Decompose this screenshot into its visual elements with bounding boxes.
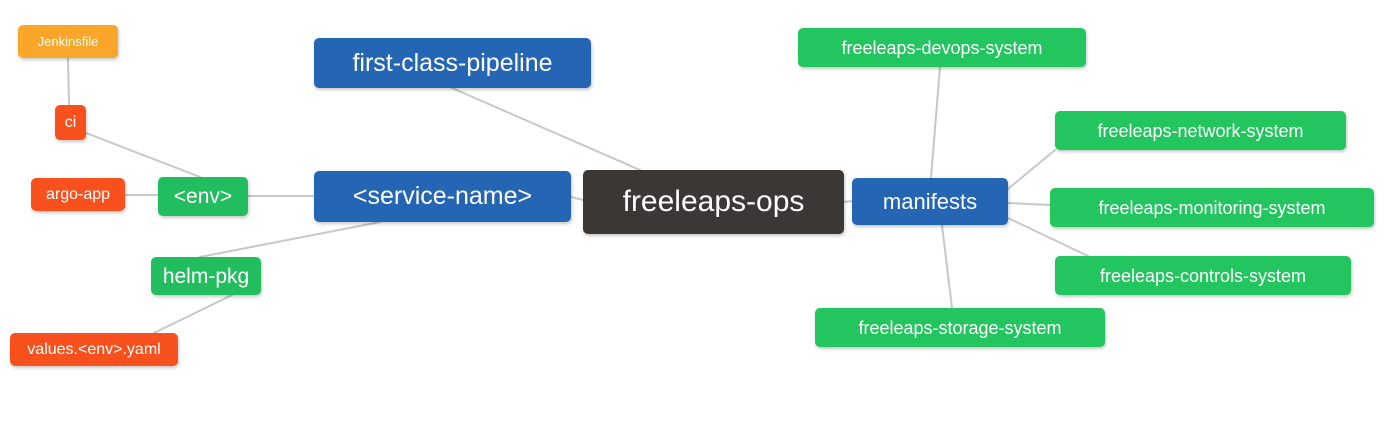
- node-monitoring[interactable]: freeleaps-monitoring-system: [1050, 188, 1374, 227]
- node-label-monitoring: freeleaps-monitoring-system: [1098, 197, 1326, 218]
- node-argoapp[interactable]: argo-app: [31, 178, 125, 211]
- node-label-service: <service-name>: [352, 182, 533, 210]
- node-label-helmpkg: helm-pkg: [162, 264, 250, 288]
- edge-helmpkg-to-service: [199, 221, 381, 258]
- node-root[interactable]: freeleaps-ops: [583, 170, 844, 234]
- node-label-jenkinsfile: Jenkinsfile: [37, 34, 99, 49]
- node-valuesyaml[interactable]: values.<env>.yaml: [10, 333, 178, 366]
- edge-manifests-to-storage: [941, 224, 953, 309]
- node-label-pipeline: first-class-pipeline: [352, 48, 553, 77]
- node-devops[interactable]: freeleaps-devops-system: [798, 28, 1086, 67]
- node-label-devops: freeleaps-devops-system: [841, 37, 1043, 58]
- edge-ci-to-env: [85, 132, 201, 178]
- node-label-network: freeleaps-network-system: [1097, 120, 1304, 141]
- node-manifests[interactable]: manifests: [852, 178, 1008, 225]
- node-pipeline[interactable]: first-class-pipeline: [314, 38, 591, 88]
- node-service[interactable]: <service-name>: [314, 171, 571, 222]
- edge-pipeline-to-root: [451, 87, 641, 171]
- node-label-valuesyaml: values.<env>.yaml: [27, 340, 161, 358]
- node-label-storage: freeleaps-storage-system: [858, 317, 1062, 338]
- edge-manifests-to-network: [1007, 149, 1056, 190]
- edge-manifests-to-devops: [930, 66, 941, 179]
- edge-manifests-to-monitoring: [1007, 202, 1051, 206]
- node-label-argoapp: argo-app: [45, 185, 111, 203]
- node-label-env: <env>: [173, 185, 233, 208]
- node-env[interactable]: <env>: [158, 177, 248, 216]
- node-jenkinsfile[interactable]: Jenkinsfile: [18, 25, 118, 58]
- node-label-manifests: manifests: [882, 188, 978, 214]
- node-network[interactable]: freeleaps-network-system: [1055, 111, 1346, 150]
- node-storage[interactable]: freeleaps-storage-system: [815, 308, 1105, 347]
- node-ci[interactable]: ci: [55, 105, 86, 140]
- node-helmpkg[interactable]: helm-pkg: [151, 257, 261, 295]
- node-label-ci: ci: [64, 113, 77, 131]
- node-label-controls: freeleaps-controls-system: [1099, 265, 1307, 286]
- edge-valuesyaml-to-helmpkg: [153, 294, 233, 334]
- edge-jenkinsfile-to-ci: [67, 57, 70, 106]
- node-controls[interactable]: freeleaps-controls-system: [1055, 256, 1351, 295]
- node-label-root: freeleaps-ops: [622, 185, 805, 218]
- edge-service-to-root: [570, 196, 584, 201]
- edge-root-to-manifests: [843, 200, 853, 203]
